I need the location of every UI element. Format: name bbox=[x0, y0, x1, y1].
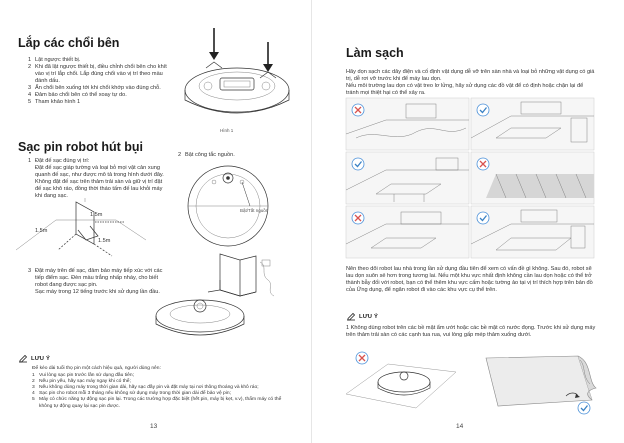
robot-docking-illustration bbox=[155, 299, 245, 336]
robot-on-wet-floor-illustration bbox=[345, 351, 457, 409]
note-pencil-icon bbox=[19, 354, 28, 363]
clearance-top: 1.5m bbox=[90, 212, 103, 218]
dock-station-illustration bbox=[207, 253, 275, 297]
note-header: LƯU Ý bbox=[18, 354, 50, 363]
section-title-cleaning: Làm sạch bbox=[346, 46, 404, 60]
right-page: Làm sạch Hãy dọn sạch các dây điện và cố… bbox=[312, 0, 624, 443]
cleaning-preparation-illustrations bbox=[345, 97, 595, 259]
page-number: 14 bbox=[456, 423, 464, 430]
clearance-right: 1.5m bbox=[98, 238, 111, 244]
section-title-side-brushes: Lắp các chổi bên bbox=[18, 36, 120, 50]
cleaning-intro: Hãy dọn sạch các dây điện và cố định vật… bbox=[346, 69, 595, 96]
section-title-charging: Sạc pin robot hút bụi bbox=[18, 140, 143, 154]
note-header: LƯU Ý bbox=[346, 312, 378, 321]
figure-caption: Hình 1 bbox=[220, 128, 234, 133]
note-intro: Để kéo dài tuổi thọ pin một cách hiệu qu… bbox=[32, 366, 161, 371]
note-label: LƯU Ý bbox=[31, 355, 51, 362]
dock-placement-illustration bbox=[15, 198, 147, 257]
page-number: 13 bbox=[150, 423, 158, 430]
note-label: LƯU Ý bbox=[359, 313, 379, 320]
robot-top-view-illustration bbox=[187, 165, 269, 247]
power-button-label: Bật/Tắt nguồn bbox=[240, 208, 269, 213]
page-gutter bbox=[311, 0, 312, 443]
cleaning-body: Nên theo dõi robot lau nhà trong lần sử … bbox=[346, 266, 593, 293]
note-pencil-icon bbox=[347, 312, 356, 321]
note-text: 1 Không dùng robot trên các bề mặt ẩm ướ… bbox=[346, 325, 596, 338]
carpet-fold-illustration bbox=[485, 355, 597, 415]
clearance-left: 1.5m bbox=[35, 228, 48, 234]
robot-underside-illustration bbox=[184, 28, 290, 114]
